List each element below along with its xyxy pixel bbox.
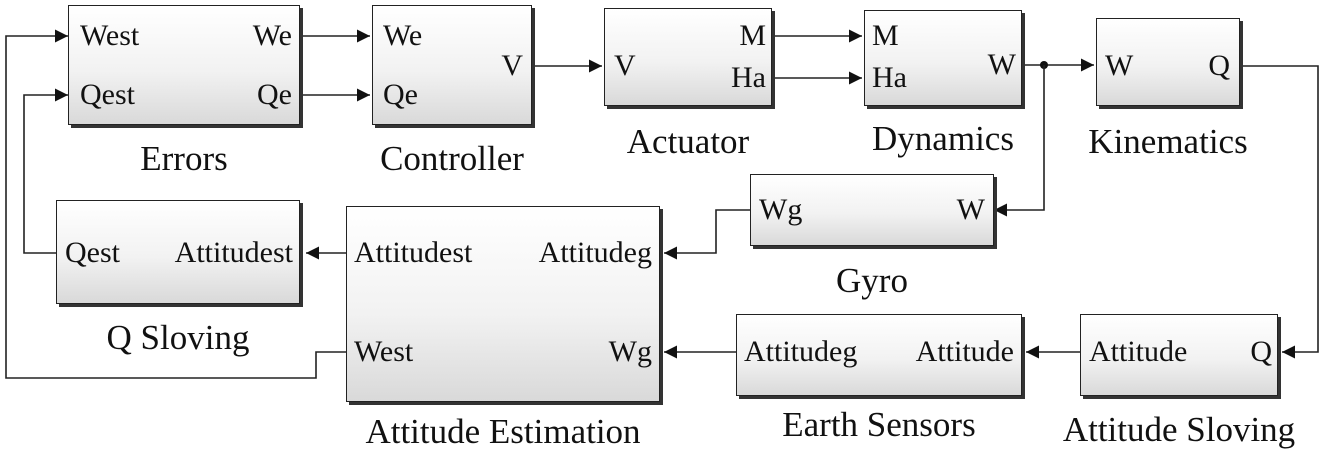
controller-caption: Controller: [380, 139, 524, 178]
gyro-port-w: W: [956, 193, 985, 226]
actuator-port-ha: Ha: [731, 61, 766, 94]
wire-q: [1240, 65, 1319, 359]
controller-port-qe: Qe: [383, 78, 418, 111]
kinematics-port-w: W: [1105, 49, 1134, 82]
dynamics-block: [864, 10, 1022, 106]
gyro-port-wg: Wg: [759, 193, 803, 226]
dynamics-port-ha: Ha: [872, 61, 907, 94]
attitude-estimation-caption: Attitude Estimation: [365, 412, 641, 451]
earth-sensors-port-attitudeg: Attitudeg: [744, 335, 858, 368]
wire-w-to-gyro: [994, 65, 1045, 217]
errors-port-west: West: [80, 19, 140, 52]
kinematics-caption: Kinematics: [1088, 122, 1248, 161]
controller-port-we: We: [383, 19, 423, 52]
q-sloving-port-attitudest: Attitudest: [174, 236, 293, 269]
actuator-port-v: V: [614, 49, 636, 82]
q-sloving-caption: Q Sloving: [106, 318, 250, 357]
attitude-sloving-block: [1080, 314, 1278, 396]
gyro-block: [750, 174, 994, 246]
errors-port-qest: Qest: [80, 78, 135, 111]
earth-sensors-port-attitude: Attitude: [915, 335, 1014, 368]
actuator-port-m: M: [739, 19, 766, 52]
wire-west-feedback: [5, 29, 346, 379]
wire-wg: [664, 209, 750, 260]
earth-sensors-caption: Earth Sensors: [782, 405, 976, 444]
wire-qest-feedback: [23, 88, 68, 254]
attitude-sloving-port-q: Q: [1250, 335, 1272, 368]
dynamics-port-m: M: [872, 19, 899, 52]
kinematics-port-q: Q: [1208, 49, 1230, 82]
attitude-estimation-port-attitudest: Attitudest: [354, 236, 473, 269]
attitude-sloving-port-attitude: Attitude: [1089, 335, 1188, 368]
controller-block: [372, 5, 532, 125]
errors-port-we: We: [252, 19, 292, 52]
q-sloving-port-qest: Qest: [65, 236, 120, 269]
earth-sensors-block: [736, 314, 1022, 396]
actuator-caption: Actuator: [626, 122, 750, 161]
attitude-estimation-port-west: West: [354, 335, 414, 368]
q-sloving-block: [56, 200, 300, 304]
dynamics-port-w: W: [987, 48, 1016, 81]
gyro-caption: Gyro: [836, 261, 908, 300]
dynamics-caption: Dynamics: [872, 119, 1014, 158]
errors-caption: Errors: [140, 139, 228, 178]
attitude-estimation-port-wg: Wg: [608, 335, 652, 368]
actuator-block: [604, 8, 772, 106]
attitude-sloving-caption: Attitude Sloving: [1062, 410, 1296, 449]
controller-port-v: V: [501, 49, 523, 82]
errors-block: [68, 5, 300, 125]
kinematics-block: [1096, 18, 1240, 106]
attitude-estimation-port-attitudeg: Attitudeg: [538, 236, 652, 269]
attitude-estimation-block: [346, 206, 660, 402]
errors-port-qe: Qe: [257, 78, 292, 111]
